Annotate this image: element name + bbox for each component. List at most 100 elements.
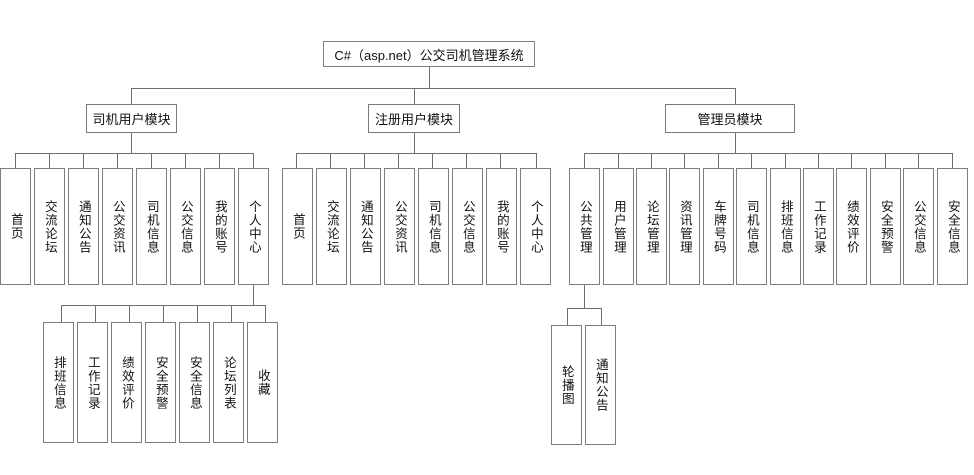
- connector-personal-child-6: [231, 305, 232, 322]
- leaf-admin-3-label: 论坛管理: [644, 199, 659, 254]
- connector-admin-child-9: [851, 153, 852, 168]
- leaf-driver-2-label: 交流论坛: [42, 199, 57, 254]
- connector-admin-child-5: [718, 153, 719, 168]
- connector-driver-drop: [131, 133, 132, 153]
- connector-driver-child-7: [219, 153, 220, 168]
- connector-personal-child-1: [61, 305, 62, 322]
- leaf-driver-2: 交流论坛: [34, 168, 65, 285]
- connector-admin-child-7: [785, 153, 786, 168]
- connector-admin-child-10: [885, 153, 886, 168]
- leaf-admin-1-public-management: 公共管理: [569, 168, 600, 285]
- connector-root-to-module-2: [414, 88, 415, 104]
- leaf-personal-7-label: 收藏: [255, 369, 270, 396]
- connector-admin-drop: [735, 133, 736, 153]
- module-node-register: 注册用户模块: [368, 104, 460, 133]
- leaf-public-1-label: 轮播图: [559, 364, 574, 406]
- connector-admin-child-6: [751, 153, 752, 168]
- connector-admin-bus: [584, 153, 952, 154]
- leaf-public-2: 通知公告: [585, 325, 616, 445]
- connector-register-child-7: [500, 153, 501, 168]
- connector-driver-child-3: [83, 153, 84, 168]
- connector-register-child-4: [398, 153, 399, 168]
- leaf-personal-2-label: 工作记录: [85, 355, 100, 410]
- connector-admin-child-4: [684, 153, 685, 168]
- leaf-register-6-label: 公交信息: [460, 199, 475, 254]
- connector-root-drop: [429, 67, 430, 88]
- leaf-admin-1-label: 公共管理: [577, 199, 592, 254]
- connector-register-bus: [296, 153, 536, 154]
- leaf-personal-3: 绩效评价: [111, 322, 142, 443]
- module-node-driver: 司机用户模块: [86, 104, 177, 133]
- leaf-admin-12-label: 安全信息: [945, 199, 960, 254]
- leaf-admin-9-label: 绩效评价: [844, 199, 859, 254]
- connector-public-child-1: [567, 308, 568, 325]
- connector-personal-drop: [253, 285, 254, 305]
- leaf-register-2-label: 交流论坛: [324, 199, 339, 254]
- leaf-register-5: 司机信息: [418, 168, 449, 285]
- leaf-admin-10: 安全预警: [870, 168, 901, 285]
- connector-personal-child-5: [197, 305, 198, 322]
- leaf-register-8-label: 个人中心: [528, 199, 543, 254]
- root-node: C#（asp.net）公交司机管理系统: [323, 41, 535, 67]
- leaf-personal-2: 工作记录: [77, 322, 108, 443]
- leaf-admin-3: 论坛管理: [636, 168, 667, 285]
- leaf-personal-6: 论坛列表: [213, 322, 244, 443]
- connector-personal-child-3: [129, 305, 130, 322]
- connector-driver-child-8: [253, 153, 254, 168]
- module-label-register: 注册用户模块: [374, 112, 453, 127]
- leaf-public-1: 轮播图: [551, 325, 582, 445]
- leaf-personal-4-label: 安全预警: [153, 355, 168, 410]
- connector-driver-child-1: [15, 153, 16, 168]
- connector-public-drop: [584, 285, 585, 308]
- connector-personal-child-7: [265, 305, 266, 322]
- connector-driver-child-6: [185, 153, 186, 168]
- leaf-register-3: 通知公告: [350, 168, 381, 285]
- leaf-admin-8: 工作记录: [803, 168, 834, 285]
- connector-public-child-2: [601, 308, 602, 325]
- leaf-driver-4: 公交资讯: [102, 168, 133, 285]
- module-label-admin: 管理员模块: [697, 112, 763, 127]
- leaf-register-7: 我的账号: [486, 168, 517, 285]
- connector-register-child-6: [466, 153, 467, 168]
- connector-personal-child-2: [95, 305, 96, 322]
- leaf-admin-8-label: 工作记录: [811, 199, 826, 254]
- connector-root-to-module-1: [131, 88, 132, 104]
- connector-register-child-1: [296, 153, 297, 168]
- leaf-driver-4-label: 公交资讯: [110, 199, 125, 254]
- connector-personal-child-4: [163, 305, 164, 322]
- leaf-driver-8-personal-center: 个人中心: [238, 168, 269, 285]
- leaf-personal-4: 安全预警: [145, 322, 176, 443]
- leaf-admin-11: 公交信息: [903, 168, 934, 285]
- leaf-register-4: 公交资讯: [384, 168, 415, 285]
- leaf-register-5-label: 司机信息: [426, 199, 441, 254]
- leaf-register-1: 首页: [282, 168, 313, 285]
- leaf-register-2: 交流论坛: [316, 168, 347, 285]
- module-label-driver: 司机用户模块: [92, 112, 171, 127]
- leaf-register-7-label: 我的账号: [494, 199, 509, 254]
- connector-admin-child-3: [651, 153, 652, 168]
- leaf-admin-10-label: 安全预警: [878, 199, 893, 254]
- connector-admin-child-11: [918, 153, 919, 168]
- leaf-driver-6-label: 公交信息: [178, 199, 193, 254]
- leaf-admin-2: 用户管理: [603, 168, 634, 285]
- connector-admin-child-2: [618, 153, 619, 168]
- connector-driver-child-4: [117, 153, 118, 168]
- leaf-admin-6-label: 司机信息: [744, 199, 759, 254]
- leaf-admin-11-label: 公交信息: [911, 199, 926, 254]
- leaf-admin-4: 资讯管理: [669, 168, 700, 285]
- leaf-driver-7: 我的账号: [204, 168, 235, 285]
- leaf-driver-5: 司机信息: [136, 168, 167, 285]
- leaf-driver-7-label: 我的账号: [212, 199, 227, 254]
- leaf-personal-7: 收藏: [247, 322, 278, 443]
- connector-root-to-module-3: [735, 88, 736, 104]
- leaf-driver-3-label: 通知公告: [76, 199, 91, 254]
- module-node-admin: 管理员模块: [665, 104, 795, 133]
- connector-register-child-3: [364, 153, 365, 168]
- leaf-driver-6: 公交信息: [170, 168, 201, 285]
- connector-admin-child-12: [952, 153, 953, 168]
- leaf-register-6: 公交信息: [452, 168, 483, 285]
- leaf-register-1-label: 首页: [290, 213, 305, 240]
- connector-register-child-8: [536, 153, 537, 168]
- root-node-label: C#（asp.net）公交司机管理系统: [334, 47, 524, 63]
